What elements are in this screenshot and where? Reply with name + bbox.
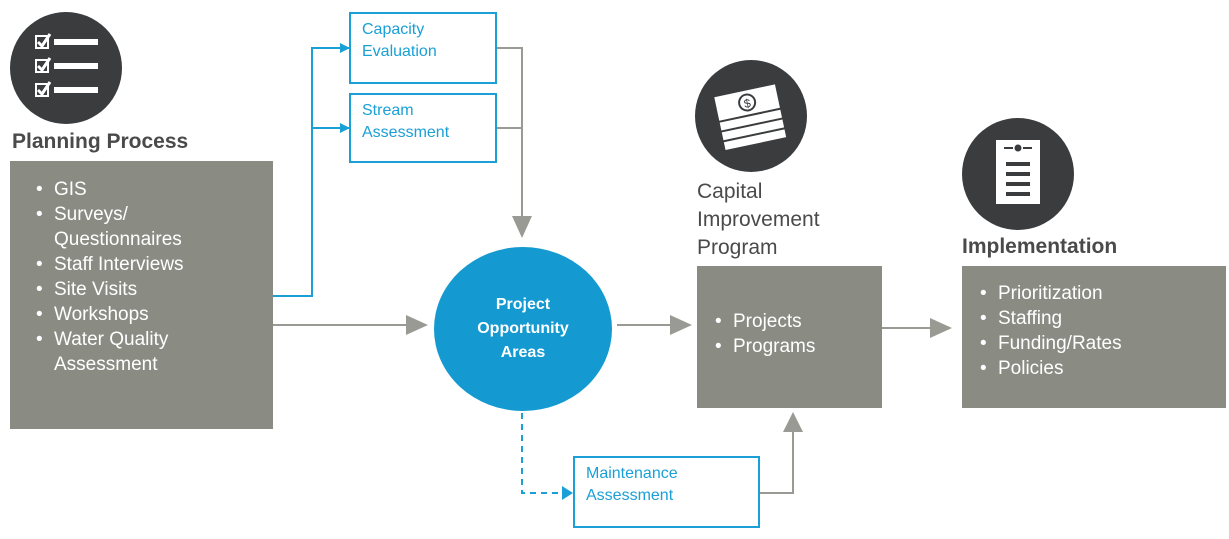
maintenance-to-cip-line xyxy=(760,432,794,494)
stream-line2: Assessment xyxy=(362,124,450,141)
stream-line1: Stream xyxy=(362,102,414,119)
implementation-item: Staffing xyxy=(976,306,1226,331)
implementation-box: Prioritization Staffing Funding/Rates Po… xyxy=(962,266,1226,408)
implementation-item: Funding/Rates xyxy=(976,331,1226,356)
maintenance-line2: Assessment xyxy=(586,487,674,504)
maintenance-to-cip-arrowhead xyxy=(783,412,803,432)
circle-to-cip-arrowhead xyxy=(670,315,692,335)
maintenance-assessment-box: Maintenance Assessment xyxy=(573,456,760,528)
cip-title-line2: Improvement xyxy=(697,208,820,231)
cip-title-line3: Program xyxy=(697,236,778,259)
planning-item: Surveys/ xyxy=(32,202,273,227)
stream-assessment-box: Stream Assessment xyxy=(349,93,497,163)
planning-item-continuation: Assessment xyxy=(54,354,158,375)
project-line3: Areas xyxy=(500,344,546,361)
planning-item: Site Visits xyxy=(32,277,273,302)
capacity-evaluation-box: Capacity Evaluation xyxy=(349,12,497,84)
planning-item: GIS xyxy=(32,177,273,202)
circle-down-arrowhead xyxy=(512,216,532,238)
implementation-title: Implementation xyxy=(962,235,1118,258)
maintenance-arrowhead xyxy=(562,486,573,500)
planning-item: Water Quality xyxy=(32,327,273,352)
cip-title-line1: Capital xyxy=(697,180,763,203)
cip-title: Capital Improvement Program xyxy=(697,178,820,262)
cip-item: Programs xyxy=(711,334,882,359)
cip-box: Projects Programs xyxy=(697,266,882,408)
planning-item: Staff Interviews xyxy=(32,252,273,277)
capacity-line1: Capacity xyxy=(362,21,425,38)
planning-process-title: Planning Process xyxy=(12,130,189,153)
project-opportunity-areas-node: Project Opportunity Areas xyxy=(434,247,612,411)
project-line1: Project xyxy=(495,296,551,313)
money-stack-icon: $ xyxy=(695,60,807,172)
planning-to-circle-arrowhead xyxy=(406,315,428,335)
svg-text:$: $ xyxy=(743,96,753,111)
project-line2: Opportunity xyxy=(477,320,569,337)
capacity-line2: Evaluation xyxy=(362,43,437,60)
cip-to-implementation-arrowhead xyxy=(930,318,952,338)
document-icon xyxy=(962,118,1074,230)
implementation-item: Prioritization xyxy=(976,281,1226,306)
blue-branch-line xyxy=(273,43,350,297)
checklist-icon xyxy=(10,12,122,124)
planning-item: Workshops xyxy=(32,302,273,327)
capacity-to-circle-line xyxy=(497,47,523,216)
implementation-item: Policies xyxy=(976,356,1226,381)
cip-item: Projects xyxy=(711,309,882,334)
planning-process-box: GIS Surveys/ Questionnaires Staff Interv… xyxy=(10,161,273,429)
planning-item-continuation: Questionnaires xyxy=(54,229,182,250)
circle-to-maintenance-dashed-line xyxy=(521,413,565,494)
maintenance-line1: Maintenance xyxy=(586,465,678,482)
